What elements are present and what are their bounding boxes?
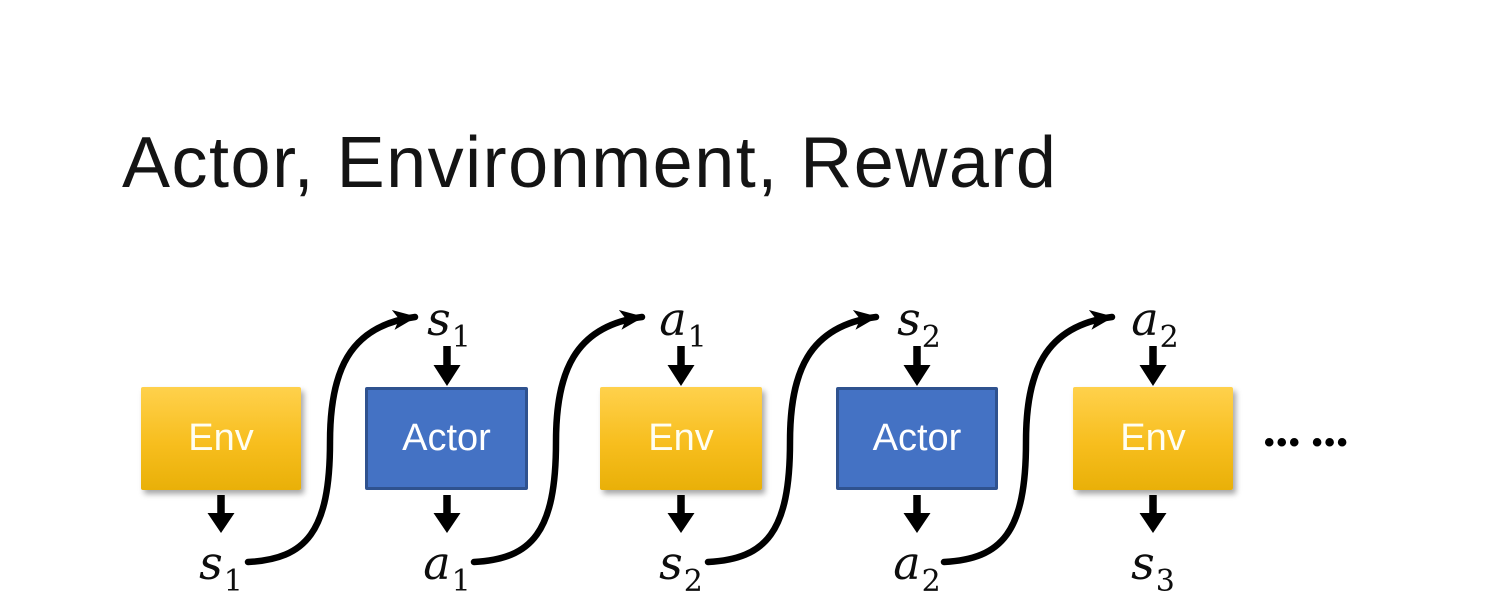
down-arrow-out-env1 bbox=[207, 495, 235, 533]
output-label-s2: s2 bbox=[659, 536, 703, 599]
down-arrow-out-env2 bbox=[667, 495, 695, 533]
env-box-3: Env bbox=[1073, 387, 1233, 490]
env-box-2: Env bbox=[600, 387, 762, 490]
env-box-2-label: Env bbox=[648, 417, 714, 459]
output-label-s1: s1 bbox=[199, 536, 243, 599]
output-label-a1: a1 bbox=[423, 536, 471, 599]
input-label-s1: s1 bbox=[427, 292, 471, 355]
actor-box-1-label: Actor bbox=[402, 417, 491, 459]
output-label-a2: a2 bbox=[893, 536, 941, 599]
input-label-a1: a1 bbox=[659, 292, 707, 355]
continuation-ellipsis: ••• ••• bbox=[1264, 426, 1350, 459]
down-arrow-out-env3 bbox=[1139, 495, 1167, 533]
slide-title: Actor, Environment, Reward bbox=[122, 123, 1058, 203]
env-box-1: Env bbox=[141, 387, 301, 490]
actor-box-2: Actor bbox=[836, 387, 998, 490]
env-box-3-label: Env bbox=[1120, 417, 1186, 459]
down-arrow-out-actor1 bbox=[433, 495, 461, 533]
down-arrow-out-actor2 bbox=[903, 495, 931, 533]
actor-box-2-label: Actor bbox=[872, 417, 962, 459]
input-label-s2: s2 bbox=[897, 292, 941, 355]
output-label-s3: s3 bbox=[1131, 536, 1175, 599]
actor-box-1: Actor bbox=[365, 387, 528, 490]
env-box-1-label: Env bbox=[188, 417, 254, 459]
input-label-a2: a2 bbox=[1131, 292, 1179, 355]
